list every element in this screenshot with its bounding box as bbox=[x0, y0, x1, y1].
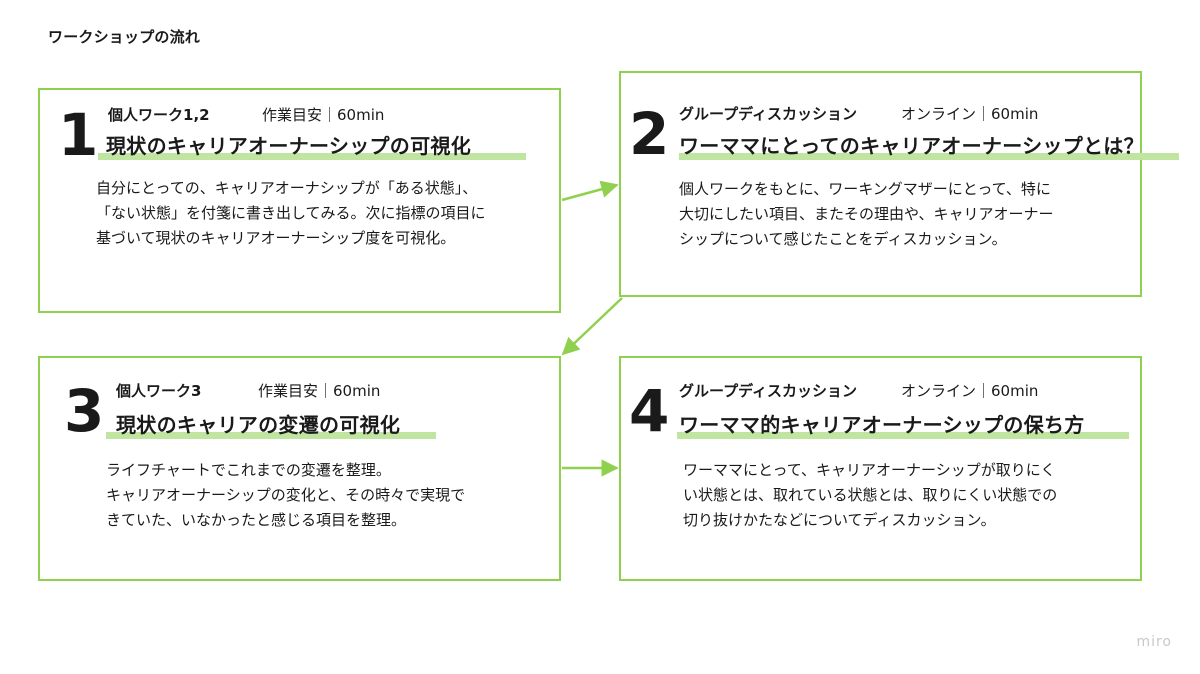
step-description: 自分にとっての、キャリアオーナシップが「ある状態」、 「ない状態」を付箋に書き出… bbox=[96, 179, 486, 247]
step-2-card[interactable]: 2 グループディスカッション オンライン｜60min ワーママにとってのキャリア… bbox=[619, 71, 1179, 297]
miro-watermark: miro bbox=[1136, 634, 1172, 650]
step-4-card[interactable]: 4 グループディスカッション オンライン｜60min ワーママ的キャリアオーナー… bbox=[619, 356, 1142, 581]
step-meta: オンライン｜60min bbox=[901, 105, 1039, 123]
heading-highlight bbox=[98, 153, 526, 160]
step-kind: グループディスカッション bbox=[679, 105, 858, 123]
step-heading: 現状のキャリアオーナーシップの可視化 bbox=[106, 134, 471, 158]
arrow-2-to-3 bbox=[561, 297, 623, 356]
step-number: 1 bbox=[58, 101, 99, 169]
step-3-card[interactable]: 3 個人ワーク3 作業目安｜60min 現状のキャリアの変遷の可視化 ライフチャ… bbox=[38, 356, 561, 581]
step-number: 4 bbox=[629, 377, 670, 445]
step-kind: 個人ワーク3 bbox=[116, 382, 202, 400]
page-title: ワークショップの流れ bbox=[48, 28, 201, 46]
step-meta: オンライン｜60min bbox=[901, 382, 1039, 400]
step-1-card[interactable]: 1 個人ワーク1,2 作業目安｜60min 現状のキャリアオーナーシップの可視化… bbox=[38, 88, 561, 313]
heading-highlight bbox=[679, 153, 1179, 160]
heading-highlight bbox=[677, 432, 1129, 439]
step-meta: 作業目安｜60min bbox=[262, 106, 385, 124]
step-kind: 個人ワーク1,2 bbox=[108, 106, 210, 124]
step-meta: 作業目安｜60min bbox=[258, 382, 381, 400]
step-description: ライフチャートでこれまでの変遷を整理。 キャリアオーナーシップの変化と、その時々… bbox=[106, 461, 466, 529]
step-kind: グループディスカッション bbox=[679, 382, 858, 400]
heading-highlight bbox=[106, 432, 436, 439]
step-heading: ワーママにとってのキャリアオーナーシップとは？ bbox=[679, 134, 1144, 158]
step-description: 個人ワークをもとに、ワーキングマザーにとって、特に 大切にしたい項目、またその理… bbox=[679, 180, 1054, 248]
step-number: 3 bbox=[64, 377, 105, 445]
step-heading: ワーママ的キャリアオーナーシップの保ち方 bbox=[679, 413, 1085, 437]
step-description: ワーママにとって、キャリアオーナーシップが取りにく い状態とは、取れている状態と… bbox=[683, 461, 1058, 529]
step-heading: 現状のキャリアの変遷の可視化 bbox=[116, 413, 401, 437]
step-number: 2 bbox=[629, 100, 670, 168]
arrow-1-to-2 bbox=[561, 180, 619, 202]
